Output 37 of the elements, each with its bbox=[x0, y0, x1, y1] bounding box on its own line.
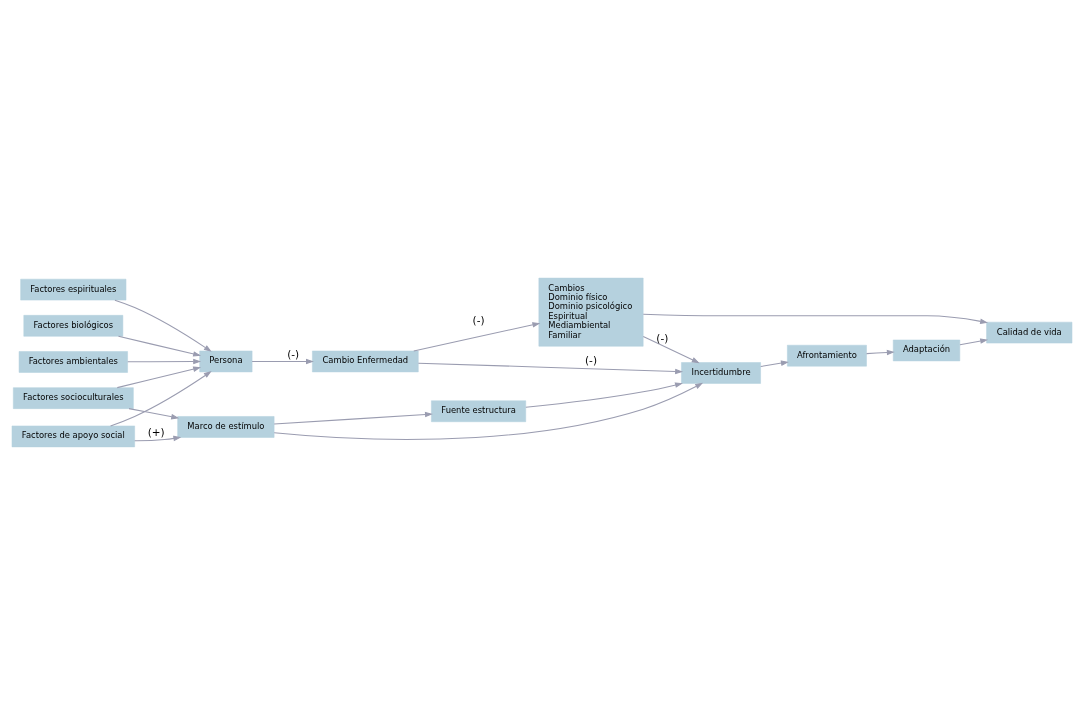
node-box: Adaptación bbox=[893, 339, 961, 361]
arrow bbox=[116, 366, 202, 388]
node-box: Incertidumbre bbox=[681, 361, 761, 384]
edge-label: (-) bbox=[287, 347, 300, 360]
edge-label: (-) bbox=[472, 313, 485, 326]
node-box: Cambio Enfermedad bbox=[312, 350, 419, 372]
arrow bbox=[642, 335, 700, 363]
node-box: Factores espirituales bbox=[20, 278, 127, 300]
edge-label: (+) bbox=[147, 425, 165, 438]
arrow bbox=[866, 349, 895, 355]
arrow bbox=[273, 411, 433, 424]
arrow bbox=[417, 362, 684, 374]
node-box: Factores biológicos bbox=[23, 314, 124, 337]
arrow bbox=[642, 313, 989, 324]
node-box: Persona bbox=[199, 350, 253, 372]
node-box: Factores socioculturales bbox=[13, 386, 134, 409]
arrow bbox=[114, 299, 212, 352]
node-box: Cambios Dominio físico Dominio psicológico Espiritual Mediambiental Familiar bbox=[538, 277, 644, 346]
arrow bbox=[760, 359, 789, 367]
arrow bbox=[273, 382, 704, 440]
arrow bbox=[128, 407, 180, 419]
arrow bbox=[117, 335, 202, 357]
arrow bbox=[251, 358, 314, 364]
arrow bbox=[134, 435, 182, 441]
node-box: Fuente estructura bbox=[431, 400, 526, 422]
arrow bbox=[959, 337, 989, 345]
node-box: Afrontamiento bbox=[787, 344, 867, 366]
edge-label: (-) bbox=[585, 353, 597, 366]
edge-label: (-) bbox=[656, 331, 669, 344]
node-box: Marco de estímulo bbox=[177, 415, 275, 438]
node-box: Factores de apoyo social bbox=[11, 425, 135, 447]
arrow bbox=[413, 321, 541, 351]
node-box: Calidad de vida bbox=[986, 321, 1073, 343]
arrow bbox=[110, 370, 212, 426]
node-box: Factores ambientales bbox=[18, 350, 128, 373]
arrow bbox=[525, 381, 683, 408]
arrow bbox=[127, 358, 202, 364]
